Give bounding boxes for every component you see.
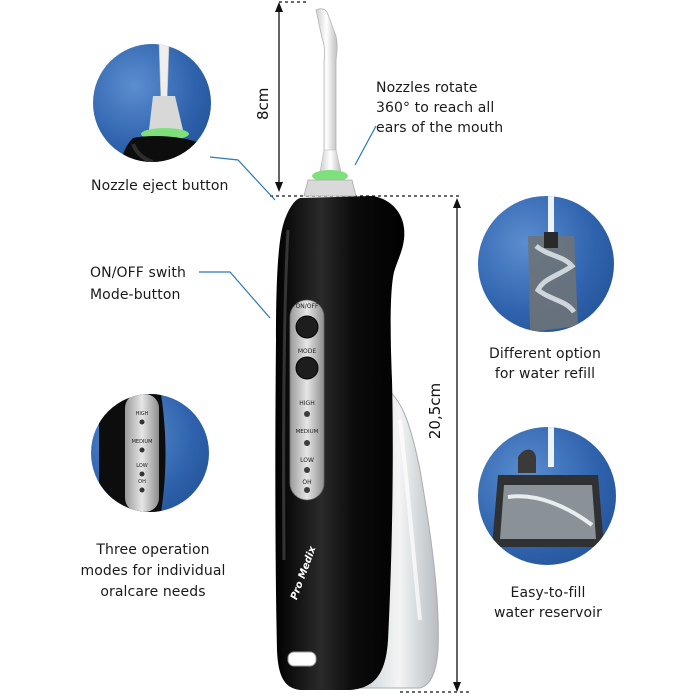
mode-button-label: MODE [297, 348, 317, 355]
three-modes-line-3: oralcare needs [100, 584, 206, 600]
control-panel [289, 299, 325, 501]
mode-high-label: HIGH [299, 400, 315, 407]
nozzle-dimension-label: 8cm [254, 87, 272, 120]
circle-mode-medium: MEDIUM [131, 439, 153, 445]
water-refill-line-2: for water refill [494, 366, 596, 382]
detail-circle-refill [478, 196, 614, 332]
on-off-label: ON/OFF swith Mode-button [90, 262, 186, 306]
mode-low-label: LOW [300, 457, 314, 464]
callout-lines [199, 125, 377, 319]
nozzle-rotate-line-1: Nozzles rotate [376, 80, 478, 96]
water-refill-line-1: Different option [489, 346, 601, 362]
nozzle-eject-label: Nozzle eject button [91, 178, 229, 194]
nozzle-dimension [270, 1, 460, 197]
circle-mode-high: HIGH [135, 411, 149, 417]
easy-fill-line-1: Easy-to-fill [510, 585, 586, 601]
body-dimension-label: 20,5cm [426, 382, 444, 440]
circle-mode-off: OH [138, 479, 146, 485]
nozzle-rotate-line-3: ears of the mouth [376, 120, 504, 136]
nozzle-rotate-label: Nozzles rotate 360° to reach all ears of… [376, 78, 503, 138]
easy-fill-label: Easy-to-fill water reservoir [478, 583, 618, 623]
easy-fill-line-2: water reservoir [493, 605, 603, 621]
detail-circle-nozzle [93, 44, 211, 162]
mode-off-label: OH [302, 479, 312, 486]
three-modes-line-1: Three operation [96, 542, 210, 558]
on-off-line-2: Mode-button [90, 287, 181, 303]
three-modes-line-2: modes for individual [80, 563, 226, 579]
on-off-line-1: ON/OFF swith [90, 265, 186, 281]
mode-button[interactable]: MODE [293, 348, 321, 355]
detail-circle-modes: HIGH MEDIUM LOW OH [91, 394, 209, 512]
three-modes-label: Three operation modes for individual ora… [68, 540, 238, 603]
detail-circle-reservoir [478, 427, 616, 565]
nozzle-rotate-line-2: 360° to reach all [376, 100, 495, 116]
mode-medium-label: MEDIUM [295, 429, 319, 435]
on-off-button[interactable]: ON/OFF [293, 303, 321, 310]
on-off-button-label: ON/OFF [295, 303, 319, 310]
bottom-latch [287, 651, 317, 667]
water-refill-label: Different option for water refill [470, 344, 620, 384]
circle-mode-low: LOW [136, 463, 148, 469]
nozzle [303, 8, 357, 197]
body-dimension [400, 198, 470, 693]
